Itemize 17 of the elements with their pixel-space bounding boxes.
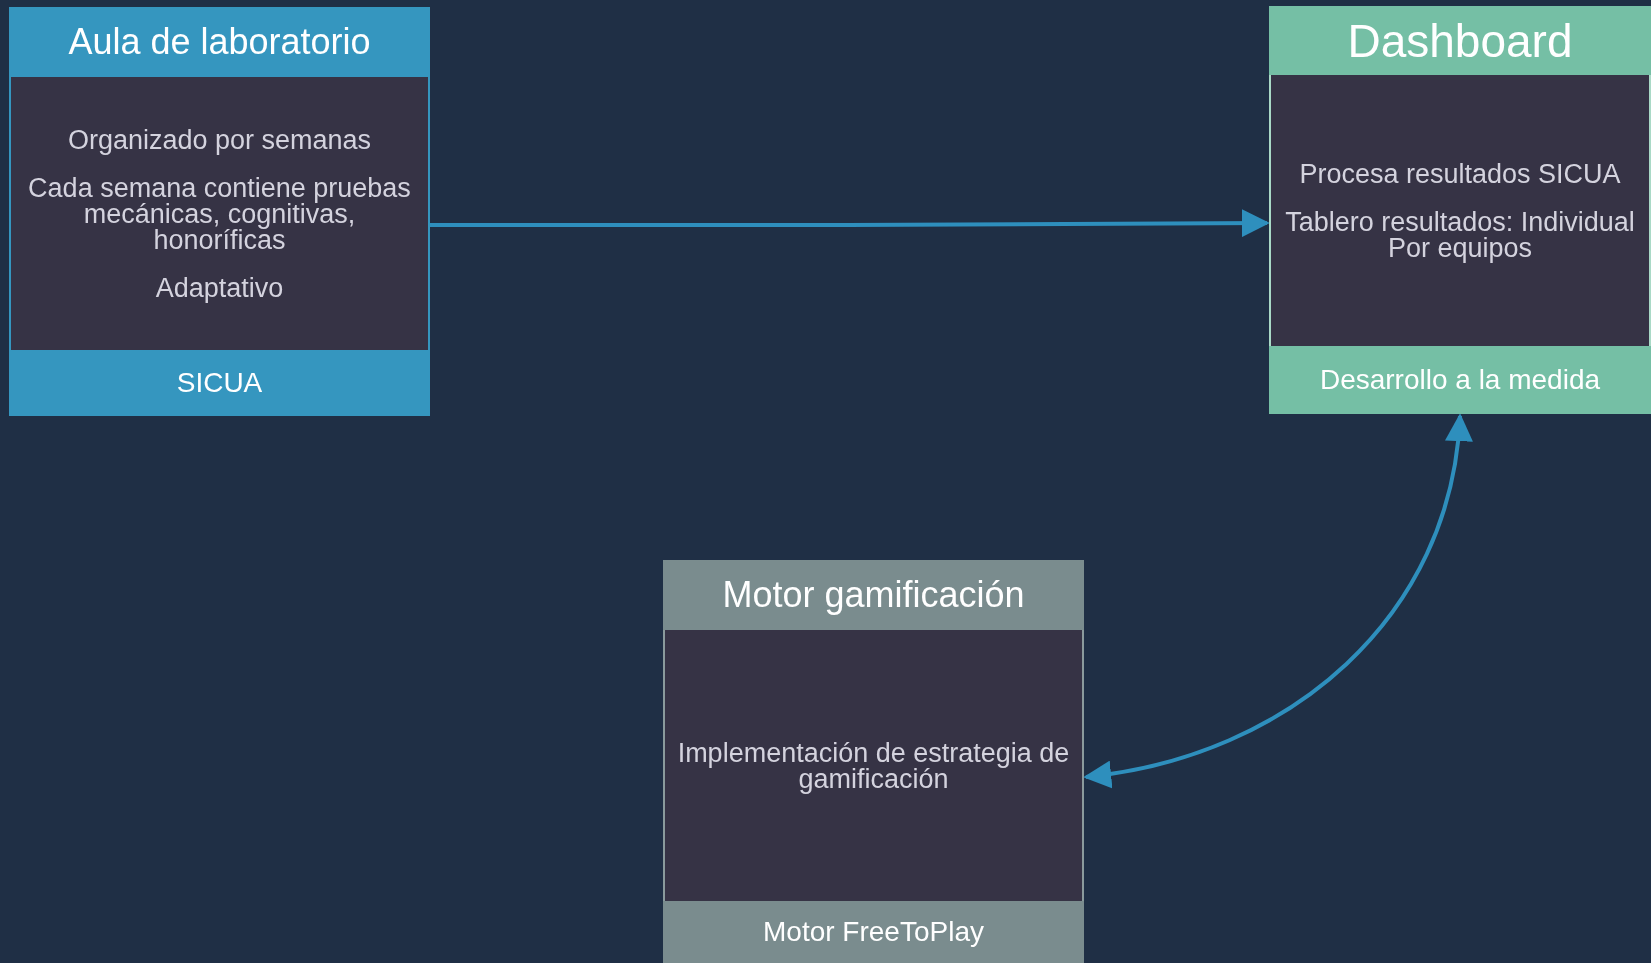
card-text: Cada semana contiene pruebas mecánicas, cognitivas, honoríficas [27,174,412,253]
arrow [1083,413,1472,788]
card-title: Dashboard [1269,6,1651,75]
card-background [9,7,430,416]
card-title: Motor gamificación [663,560,1084,630]
card-background [1269,6,1651,414]
card-footer: SICUA [9,350,430,416]
card-text: Organizado por semanas [67,126,372,153]
card-text: Tablero resultados: Individual Por equipos [1284,208,1636,261]
card-text: Procesa resultados SICUA [1299,160,1621,187]
card-title: Aula de laboratorio [9,7,430,77]
card-footer: Motor FreeToPlay [663,901,1084,963]
arrow [430,209,1270,238]
card-text: Implementación de estrategia de gamificación [676,739,1071,792]
card-footer: Desarrollo a la medida [1269,346,1651,414]
card-background [663,560,1084,963]
card-text: Adaptativo [155,274,284,301]
